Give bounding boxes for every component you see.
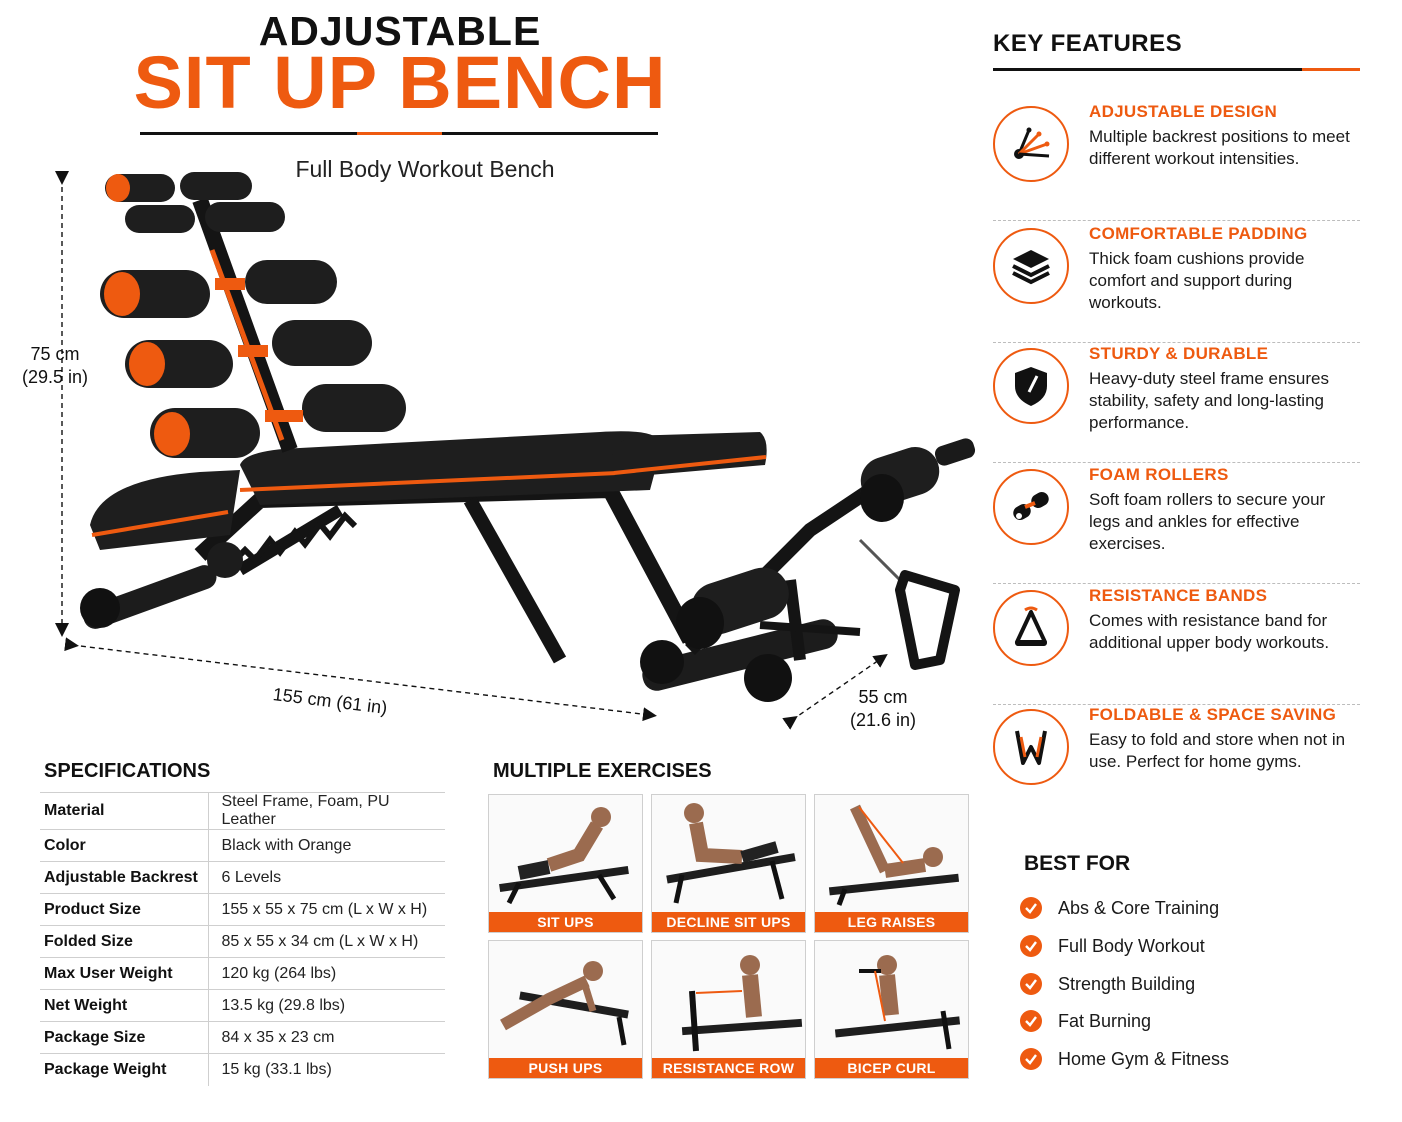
title-top: ADJUSTABLE bbox=[258, 8, 542, 54]
exercise-tile-decline-sit-ups: DECLINE SIT UPS bbox=[651, 794, 806, 933]
key-features-heading: KEY FEATURES bbox=[993, 30, 1183, 57]
spec-value: 85 x 55 x 34 cm (L x W x H) bbox=[208, 925, 445, 958]
best-for-label: Strength Building bbox=[1058, 973, 1196, 994]
exercise-label: SIT UPS bbox=[489, 912, 642, 932]
check-icon bbox=[1020, 897, 1042, 919]
height-cm: 75 cm bbox=[30, 344, 80, 364]
spec-value: 6 Levels bbox=[208, 861, 445, 894]
feature-desc: Multiple backrest positions to meet diff… bbox=[1089, 127, 1350, 168]
exercise-tile-sit-ups: SIT UPS bbox=[488, 794, 643, 933]
best-for-item: Abs & Core Training bbox=[1020, 895, 1219, 921]
product-subtitle: Full Body Workout Bench bbox=[295, 156, 555, 182]
key-features-divider bbox=[993, 68, 1360, 71]
feature-comfortable-padding: COMFORTABLE PADDING Thick foam cushions … bbox=[993, 222, 1360, 343]
feature-title: FOLDABLE & SPACE SAVING bbox=[1089, 705, 1337, 724]
best-for-label: Fat Burning bbox=[1058, 1010, 1152, 1031]
exercise-label: PUSH UPS bbox=[489, 1058, 642, 1078]
best-for-heading: BEST FOR bbox=[1024, 852, 1131, 875]
spec-label: Product Size bbox=[40, 893, 209, 926]
spec-label: Color bbox=[40, 829, 209, 862]
width-cm: 55 cm bbox=[858, 687, 908, 707]
height-dimension-label: 75 cm (29.5 in) bbox=[10, 343, 100, 388]
feature-resistance-bands: RESISTANCE BANDS Comes with resistance b… bbox=[993, 584, 1360, 705]
check-icon bbox=[1020, 973, 1042, 995]
table-row: Package Weight 15 kg (33.1 lbs) bbox=[40, 1053, 445, 1086]
adjustable-icon bbox=[993, 106, 1069, 182]
spec-label: Package Size bbox=[40, 1021, 209, 1054]
feature-desc: Easy to fold and store when not in use. … bbox=[1089, 730, 1346, 771]
best-for-label: Full Body Workout bbox=[1058, 935, 1205, 956]
exercise-tile-leg-raises: LEG RAISES bbox=[814, 794, 969, 933]
exercise-label: BICEP CURL bbox=[815, 1058, 968, 1078]
spec-label: Max User Weight bbox=[40, 957, 209, 990]
check-icon bbox=[1020, 1010, 1042, 1032]
exercise-tile-push-ups: PUSH UPS bbox=[488, 940, 643, 1079]
feature-title: FOAM ROLLERS bbox=[1089, 465, 1229, 484]
exercise-label: DECLINE SIT UPS bbox=[652, 912, 805, 932]
feature-title: COMFORTABLE PADDING bbox=[1089, 224, 1308, 243]
feature-desc: Heavy-duty steel frame ensures stability… bbox=[1089, 369, 1329, 432]
spec-label: Package Weight bbox=[40, 1053, 209, 1086]
spec-label: Net Weight bbox=[40, 989, 209, 1022]
spec-value: Black with Orange bbox=[208, 829, 445, 862]
spec-value: 13.5 kg (29.8 lbs) bbox=[208, 989, 445, 1022]
width-in: (21.6 in) bbox=[849, 709, 917, 730]
exercise-label: LEG RAISES bbox=[815, 912, 968, 932]
spec-value: 15 kg (33.1 lbs) bbox=[221, 1060, 332, 1078]
spec-value: 84 x 35 x 23 cm bbox=[208, 1021, 445, 1054]
product-title: SIT UP BENCH bbox=[133, 41, 667, 124]
spec-value: Steel Frame, Foam, PU Leather bbox=[208, 792, 445, 830]
shield-icon bbox=[993, 348, 1069, 424]
best-for-label: Home Gym & Fitness bbox=[1058, 1048, 1230, 1069]
best-for-label: Abs & Core Training bbox=[1058, 897, 1220, 918]
feature-desc: Comes with resistance band for additiona… bbox=[1089, 611, 1330, 652]
feature-desc: Soft foam rollers to secure your legs an… bbox=[1089, 490, 1326, 553]
title-divider bbox=[140, 132, 658, 135]
exercise-label: RESISTANCE ROW bbox=[652, 1058, 805, 1078]
best-for-item: Full Body Workout bbox=[1020, 933, 1205, 959]
specifications-heading: SPECIFICATIONS bbox=[44, 760, 211, 782]
exercise-tile-bicep-curl: BICEP CURL bbox=[814, 940, 969, 1079]
spec-label: Adjustable Backrest bbox=[40, 861, 209, 894]
feature-desc: Thick foam cushions provide comfort and … bbox=[1089, 249, 1305, 312]
best-for-item: Home Gym & Fitness bbox=[1020, 1046, 1229, 1072]
feature-foam-rollers: FOAM ROLLERS Soft foam rollers to secure… bbox=[993, 463, 1360, 584]
spec-value: 155 x 55 x 75 cm (L x W x H) bbox=[208, 893, 445, 926]
check-icon bbox=[1020, 935, 1042, 957]
spec-label: Folded Size bbox=[40, 925, 209, 958]
feature-sturdy-durable: STURDY & DURABLE Heavy-duty steel frame … bbox=[993, 342, 1360, 463]
feature-foldable: FOLDABLE & SPACE SAVING Easy to fold and… bbox=[993, 703, 1360, 824]
spec-value: 120 kg (264 lbs) bbox=[208, 957, 445, 990]
spec-label: Material bbox=[40, 792, 209, 830]
feature-title: ADJUSTABLE DESIGN bbox=[1089, 102, 1278, 121]
feature-title: STURDY & DURABLE bbox=[1089, 344, 1269, 363]
resistance-band-icon bbox=[993, 590, 1069, 666]
exercise-tile-resistance-row: RESISTANCE ROW bbox=[651, 940, 806, 1079]
best-for-item: Strength Building bbox=[1020, 971, 1195, 997]
feature-adjustable-design: ADJUSTABLE DESIGN Multiple backrest posi… bbox=[993, 100, 1360, 221]
feature-title: RESISTANCE BANDS bbox=[1089, 586, 1268, 605]
best-for-item: Fat Burning bbox=[1020, 1008, 1151, 1034]
check-icon bbox=[1020, 1048, 1042, 1070]
width-dimension-label: 55 cm (21.6 in) bbox=[838, 686, 928, 731]
exercises-heading: MULTIPLE EXERCISES bbox=[493, 760, 712, 782]
bench-illustration bbox=[55, 171, 976, 730]
foam-roller-icon bbox=[993, 469, 1069, 545]
height-in: (29.5 in) bbox=[21, 366, 89, 387]
fold-icon bbox=[993, 709, 1069, 785]
layers-icon bbox=[993, 228, 1069, 304]
